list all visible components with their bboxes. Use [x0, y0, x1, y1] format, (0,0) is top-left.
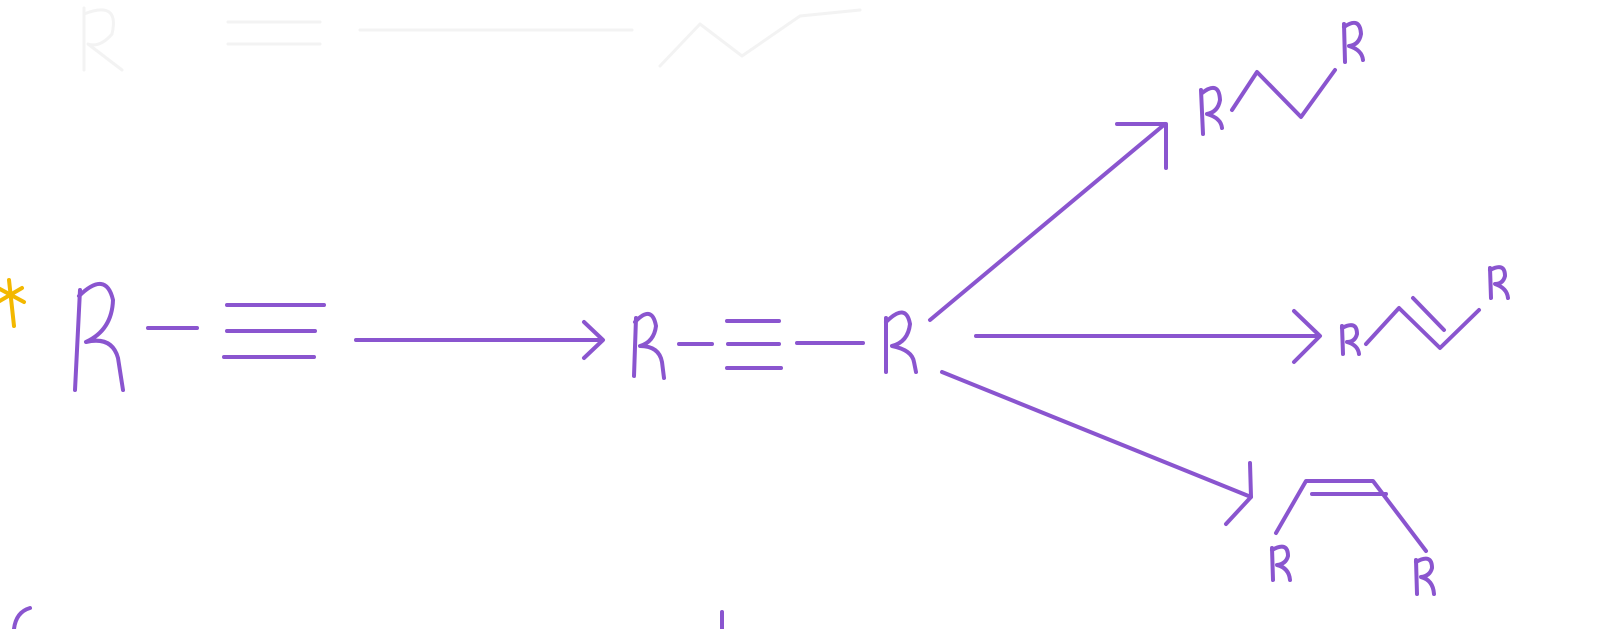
product-cis-alkene — [1270, 479, 1436, 596]
reaction-arrow-alkylation — [354, 320, 605, 360]
reactant-triple-bond — [222, 303, 326, 359]
trans-alkene-left-r-group — [1340, 323, 1361, 356]
trans-alkene-double-bond — [1411, 296, 1446, 332]
reaction-arrow-to-trans-alkene — [974, 309, 1322, 364]
intermediate-right-r-group — [884, 310, 918, 374]
product-trans-alkene — [1340, 265, 1510, 356]
cis-alkene-left-r-group — [1270, 544, 1292, 582]
reaction-arrow-to-cis-alkene — [940, 370, 1253, 526]
intermediate-left-r-group — [632, 312, 666, 380]
reactant-r-group — [73, 282, 125, 392]
stray-marks — [12, 606, 724, 629]
internal-alkyne — [632, 310, 918, 380]
reactant-terminal-alkyne — [73, 282, 326, 392]
trans-alkene-chain — [1364, 306, 1481, 350]
reaction-arrow-to-alkane — [928, 122, 1168, 322]
alkane-single-bond-chain — [1230, 68, 1337, 119]
cis-alkene-right-r-group — [1414, 556, 1436, 596]
alkane-right-r-group — [1342, 20, 1365, 64]
alkane-left-r-group — [1199, 85, 1224, 136]
intermediate-triple-bond — [725, 319, 783, 370]
star-icon — [0, 278, 26, 328]
cis-alkene-chain — [1274, 479, 1428, 553]
faint-background-trace — [82, 6, 862, 72]
trans-alkene-right-r-group — [1488, 265, 1510, 300]
product-alkane — [1199, 20, 1365, 136]
